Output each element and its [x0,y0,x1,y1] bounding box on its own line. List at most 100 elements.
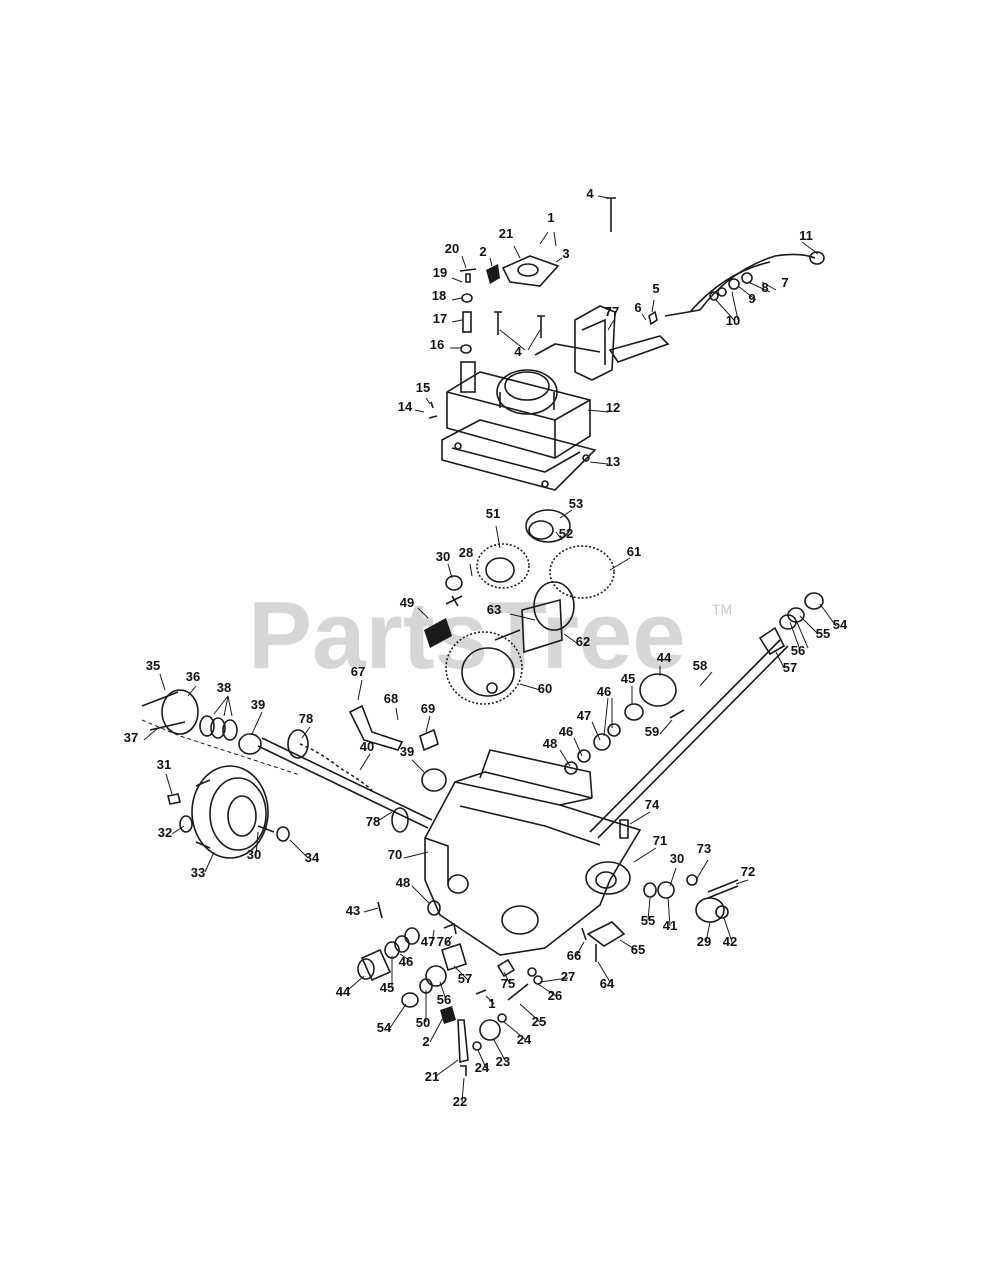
callout-number-53: 53 [569,496,583,511]
callout-number-54: 54 [833,617,848,632]
callout-number-55: 55 [816,626,830,641]
callout-number-11: 11 [799,228,813,243]
lower-linkage-parts [440,967,543,1076]
callout-number-30: 30 [670,851,684,866]
callout-number-68: 68 [384,691,398,706]
leader-lines [143,195,837,1103]
callout-number-7: 7 [781,275,788,290]
callout-number-35: 35 [146,658,160,673]
transmission-housing [424,749,642,956]
shift-lever-assembly [534,251,825,381]
watermark-trademark: TM [712,601,732,617]
input-shaft-assembly [141,689,447,833]
callout-number-2: 2 [422,1034,429,1049]
callout-number-20: 20 [445,241,459,256]
pulley-assembly [167,765,290,859]
callout-number-8: 8 [761,280,768,295]
callout-number-45: 45 [380,980,394,995]
callout-number-44: 44 [657,650,672,665]
callout-number-3: 3 [562,246,569,261]
callout-number-64: 64 [600,976,615,991]
callout-number-18: 18 [432,288,446,303]
callout-number-70: 70 [388,847,402,862]
callout-number-23: 23 [496,1054,510,1069]
callout-number-73: 73 [697,841,711,856]
callout-number-59: 59 [645,724,659,739]
callout-number-57: 57 [783,660,797,675]
callout-number-21: 21 [425,1069,439,1084]
callout-number-1: 1 [547,210,554,225]
callout-number-40: 40 [360,739,374,754]
callout-number-1: 1 [488,996,495,1011]
callout-number-26: 26 [548,988,562,1003]
callout-number-56: 56 [791,643,805,658]
callout-number-28: 28 [459,545,473,560]
callout-number-30: 30 [436,549,450,564]
lower-right-parts [496,819,739,978]
callout-number-63: 63 [487,602,501,617]
callout-number-2: 2 [479,244,486,259]
gear-cover-assembly [441,361,597,491]
callout-number-22: 22 [453,1094,467,1109]
callout-number-36: 36 [186,669,200,684]
callout-number-4: 4 [514,344,522,359]
callout-number-75: 75 [501,976,515,991]
callout-number-39: 39 [251,697,265,712]
callout-number-49: 49 [400,595,414,610]
callout-number-10: 10 [726,313,740,328]
callout-number-32: 32 [158,825,172,840]
callout-number-42: 42 [723,934,737,949]
callout-number-16: 16 [430,337,444,352]
callout-number-60: 60 [538,681,552,696]
callout-number-48: 48 [396,875,410,890]
callout-number-41: 41 [663,918,677,933]
callout-number-58: 58 [693,658,707,673]
callout-number-76: 76 [437,934,451,949]
callout-number-47: 47 [577,708,591,723]
callout-number-4: 4 [586,186,594,201]
callout-number-48: 48 [543,736,557,751]
callout-number-15: 15 [416,380,430,395]
callout-number-43: 43 [346,903,360,918]
callout-number-44: 44 [336,984,351,999]
gear-cluster [424,509,615,705]
callout-number-50: 50 [416,1015,430,1030]
callout-number-27: 27 [561,969,575,984]
callout-number-31: 31 [157,757,171,772]
callout-number-24: 24 [517,1032,532,1047]
callout-number-46: 46 [597,684,611,699]
callout-number-71: 71 [653,833,667,848]
callout-number-51: 51 [486,506,500,521]
callout-number-39: 39 [400,744,414,759]
callout-number-78: 78 [299,711,313,726]
callout-number-56: 56 [437,992,451,1007]
callout-number-12: 12 [606,400,620,415]
callout-number-30: 30 [247,847,261,862]
callout-number-6: 6 [634,300,641,315]
callout-number-25: 25 [532,1014,546,1029]
upper-small-parts [428,197,658,419]
callout-number-5: 5 [652,281,659,296]
callout-number-72: 72 [741,864,755,879]
callout-number-67: 67 [351,664,365,679]
callout-number-14: 14 [398,399,413,414]
callout-number-37: 37 [124,730,138,745]
callout-number-17: 17 [433,311,447,326]
callout-number-65: 65 [631,942,645,957]
callout-number-78: 78 [366,814,380,829]
callout-number-77: 77 [605,304,619,319]
callout-number-24: 24 [475,1060,490,1075]
callout-number-19: 19 [433,265,447,280]
callout-number-54: 54 [377,1020,392,1035]
callout-number-29: 29 [697,934,711,949]
callout-number-13: 13 [606,454,620,469]
callout-number-55: 55 [641,913,655,928]
callout-number-33: 33 [191,865,205,880]
callout-number-45: 45 [621,671,635,686]
callout-number-38: 38 [217,680,231,695]
right-shaft-assembly [564,592,824,839]
callout-number-47: 47 [421,934,435,949]
callout-number-61: 61 [627,544,641,559]
callout-number-69: 69 [421,701,435,716]
